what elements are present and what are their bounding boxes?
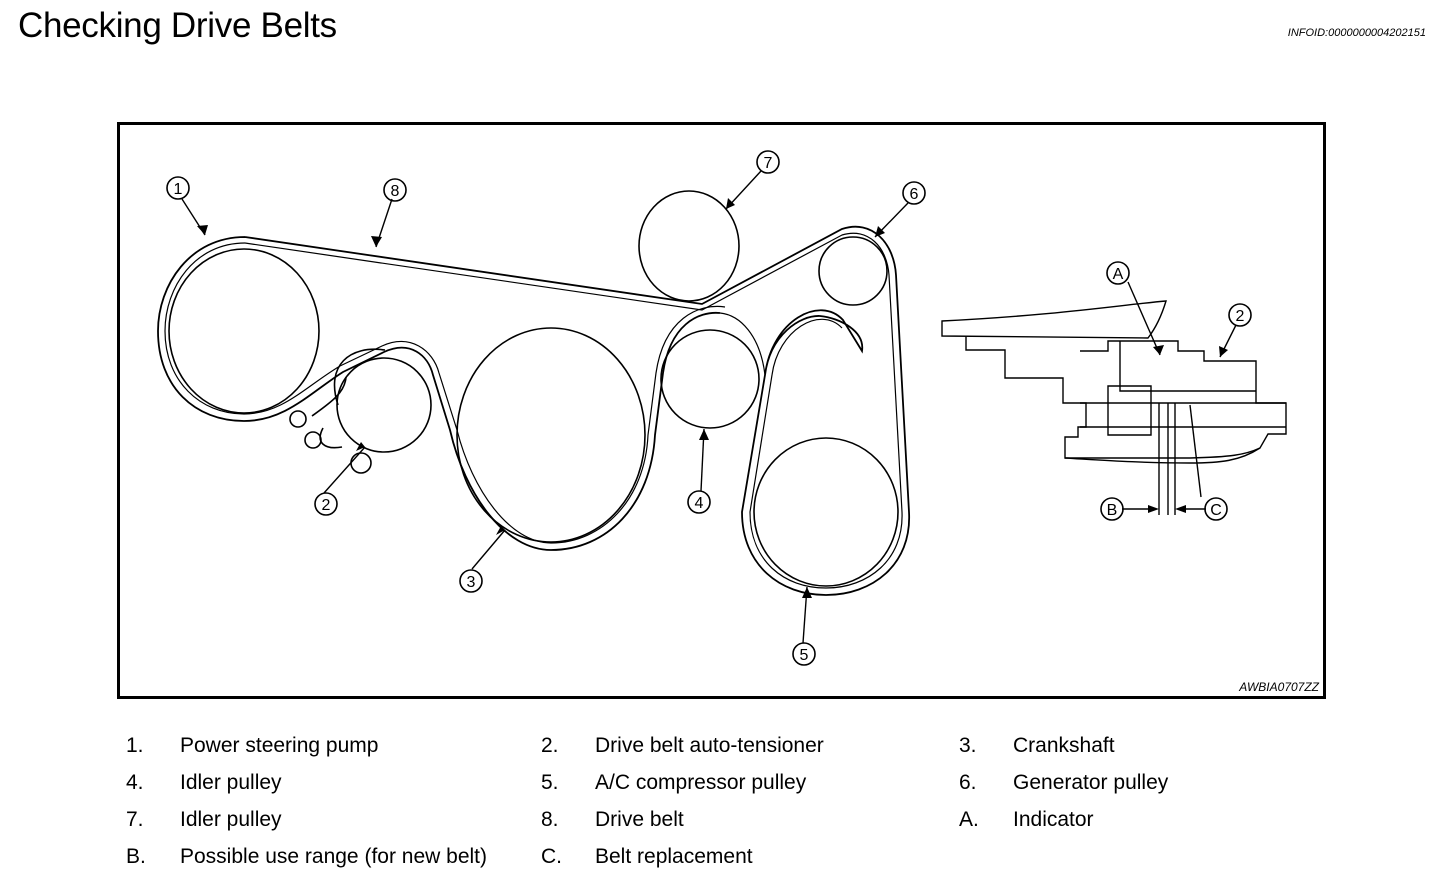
callout-arrowheads — [197, 198, 885, 598]
legend-text: Possible use range (for new belt) — [180, 845, 487, 868]
legend-number: 3. — [959, 734, 977, 757]
legend-number: 4. — [126, 771, 144, 794]
legend-number: B. — [126, 845, 146, 868]
figure-code: AWBIA0707ZZ — [1239, 680, 1319, 694]
callout-7: 7 — [764, 155, 773, 172]
indicator-arrowheads — [1148, 345, 1228, 513]
legend-number: 5. — [541, 771, 559, 794]
ac-compressor-pulley — [753, 437, 899, 587]
legend-item: 3. Crankshaft — [959, 733, 1319, 758]
callout-circle-c — [1204, 497, 1228, 521]
callout-circle-6 — [902, 181, 926, 205]
legend-item: 7. Idler pulley — [126, 807, 541, 832]
detail-tensioner-arm — [941, 300, 1167, 339]
page-title: Checking Drive Belts — [18, 6, 337, 45]
legend: 1. Power steering pump 2. Drive belt auto-… — [126, 733, 1416, 869]
legend-number: 1. — [126, 734, 144, 757]
auto-tensioner-pulley — [336, 357, 432, 453]
callout-8: 8 — [391, 183, 400, 200]
callout-a: A — [1113, 266, 1124, 283]
info-id: INFOID:0000000004202151 — [1287, 27, 1426, 39]
legend-text: Drive belt auto-tensioner — [595, 734, 824, 757]
legend-item: 2. Drive belt auto-tensioner — [541, 733, 959, 758]
legend-item: 5. A/C compressor pulley — [541, 770, 959, 795]
callout-4: 4 — [695, 495, 704, 512]
legend-item: 6. Generator pulley — [959, 770, 1319, 795]
callout-circle-detail-2 — [1228, 303, 1252, 327]
drive-belt-inner — [244, 232, 903, 589]
tensioner-bolt-3 — [350, 452, 372, 474]
detail-housing — [965, 336, 1287, 459]
tensioner-bolt-1 — [289, 410, 307, 428]
callout-3: 3 — [467, 574, 476, 591]
legend-number: 7. — [126, 808, 144, 831]
legend-text: Indicator — [1013, 808, 1094, 831]
detail-shaft — [1080, 402, 1286, 428]
callout-2: 2 — [322, 497, 331, 514]
legend-text: Crankshaft — [1013, 734, 1115, 757]
indicator-detail — [941, 281, 1287, 515]
legend-item: 1. Power steering pump — [126, 733, 541, 758]
callout-circle-b — [1100, 497, 1124, 521]
belt-routing-figure: 1 8 2 3 4 5 6 7 A 2 B C AWBIA0707ZZ — [117, 122, 1326, 699]
legend-number: 8. — [541, 808, 559, 831]
callout-1: 1 — [174, 181, 183, 198]
legend-text: Power steering pump — [180, 734, 379, 757]
legend-item: 4. Idler pulley — [126, 770, 541, 795]
legend-text: Drive belt — [595, 808, 684, 831]
legend-text: Idler pulley — [180, 771, 282, 794]
legend-number: A. — [959, 808, 979, 831]
callout-5: 5 — [800, 647, 809, 664]
tensioner-bolt-2 — [304, 431, 322, 449]
crankshaft-pulley — [456, 327, 646, 543]
drive-belt-span-right — [719, 312, 766, 376]
callout-circle-3 — [459, 569, 483, 593]
legend-item: C. Belt replacement — [541, 844, 959, 869]
power-steering-pump-pulley — [168, 248, 320, 414]
callout-6: 6 — [910, 186, 919, 203]
callout-circle-7 — [756, 150, 780, 174]
detail-block — [1107, 385, 1152, 436]
callout-circle-8 — [383, 178, 407, 202]
idler-pulley-4 — [660, 329, 760, 429]
legend-item: B. Possible use range (for new belt) — [126, 844, 541, 869]
detail-plate — [1119, 341, 1256, 392]
callout-circle-5 — [792, 642, 816, 666]
belt-routing-diagram: 1 8 2 3 4 5 6 7 A 2 B C — [157, 150, 1287, 666]
callout-circle-a — [1106, 261, 1130, 285]
callout-circle-1 — [166, 176, 190, 200]
detail-base — [1064, 447, 1261, 464]
legend-text: Idler pulley — [180, 808, 282, 831]
legend-number: C. — [541, 845, 562, 868]
legend-number: 6. — [959, 771, 977, 794]
legend-text: A/C compressor pulley — [595, 771, 807, 794]
idler-pulley-7 — [638, 190, 740, 302]
legend-text: Belt replacement — [595, 845, 753, 868]
callout-circle-2 — [314, 492, 338, 516]
legend-item: 8. Drive belt — [541, 807, 959, 832]
drive-belt-outer — [157, 225, 910, 596]
drive-belt-span-left — [164, 242, 726, 544]
legend-number: 2. — [541, 734, 559, 757]
callout-circle-4 — [687, 490, 711, 514]
callout-c: C — [1210, 502, 1222, 519]
generator-pulley — [818, 236, 888, 306]
legend-text: Generator pulley — [1013, 771, 1169, 794]
tensioner-bracket — [311, 348, 386, 449]
callout-detail-2: 2 — [1236, 308, 1245, 325]
callout-b: B — [1107, 502, 1118, 519]
legend-item: A. Indicator — [959, 807, 1319, 832]
